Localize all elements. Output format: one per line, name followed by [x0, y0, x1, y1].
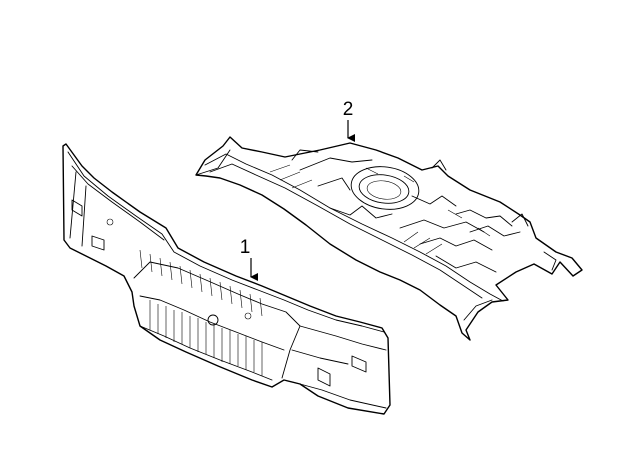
- rear-panel-center-recess: [133, 261, 301, 379]
- rear-panel-center-hole: [207, 314, 219, 326]
- rear-panel-left-hole: [91, 235, 105, 251]
- rear-panel-outline: [62, 143, 391, 415]
- callout-2: 2: [343, 99, 355, 142]
- floor-pan-front-lip: [204, 153, 504, 302]
- part-rear-body-panel: [62, 143, 391, 415]
- callout-2-label: 2: [343, 99, 354, 120]
- part-rear-floor-pan: [195, 136, 583, 341]
- spare-wheel-well: [350, 166, 420, 210]
- callout-1-label: 1: [240, 237, 251, 258]
- rear-panel-right-hole: [317, 367, 331, 387]
- callout-1: 1: [240, 237, 258, 281]
- rear-panel-top-flange: [67, 151, 385, 333]
